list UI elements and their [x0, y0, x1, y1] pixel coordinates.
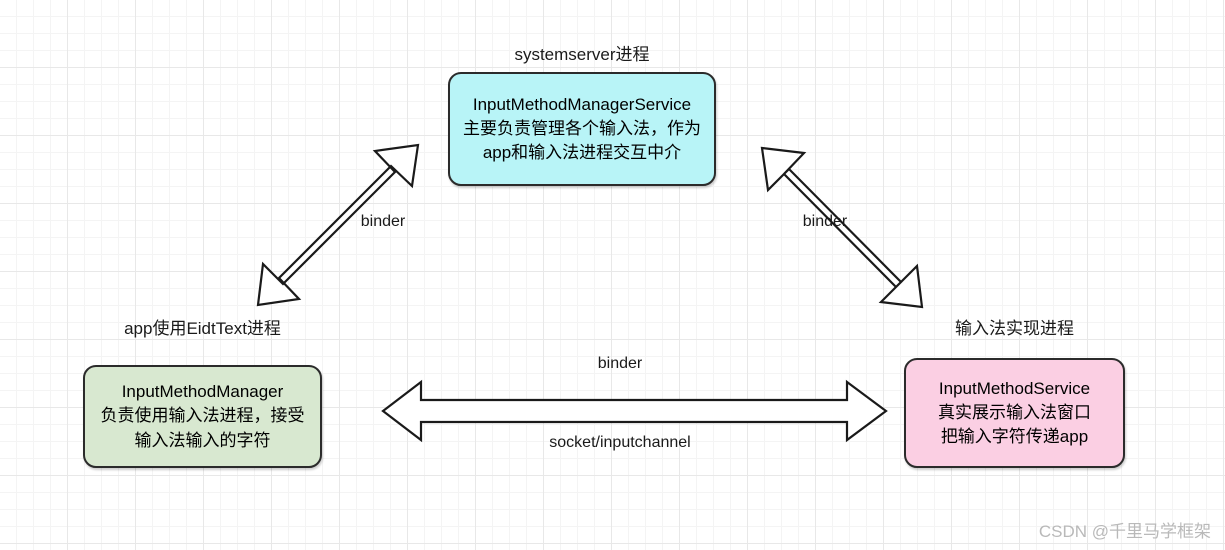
node-line: 输入法输入的字符	[134, 430, 271, 450]
edge-label-bottom-binder: binder	[597, 355, 643, 372]
node-title-systemserver: systemserver进程	[514, 45, 650, 64]
node-line: app和输入法进程交互中介	[482, 143, 682, 163]
node-line: 真实展示输入法窗口	[938, 402, 1091, 422]
node-title-app-process: app使用EidtText进程	[124, 319, 281, 338]
node-line: 把输入字符传递app	[940, 427, 1089, 447]
node-input-method-service: InputMethodService 真实展示输入法窗口 把输入字符传递app	[904, 358, 1125, 468]
arrow-bottom-binder	[381, 379, 888, 443]
node-line: InputMethodManager	[121, 382, 284, 402]
edge-label-right-binder: binder	[802, 213, 848, 230]
edge-label-left-binder: binder	[360, 213, 406, 230]
node-line: 主要负责管理各个输入法，作为	[463, 118, 701, 138]
node-title-ime-process: 输入法实现进程	[955, 319, 1074, 338]
node-input-method-manager-service: InputMethodManagerService 主要负责管理各个输入法，作为…	[448, 72, 716, 186]
node-line: InputMethodManagerService	[472, 94, 692, 114]
node-input-method-manager: InputMethodManager 负责使用输入法进程，接受 输入法输入的字符	[83, 365, 322, 468]
node-line: 负责使用输入法进程，接受	[100, 406, 305, 426]
node-line: InputMethodService	[938, 378, 1091, 398]
watermark: CSDN @千里马学框架	[1038, 522, 1211, 541]
edge-label-bottom-socket: socket/inputchannel	[549, 434, 691, 451]
